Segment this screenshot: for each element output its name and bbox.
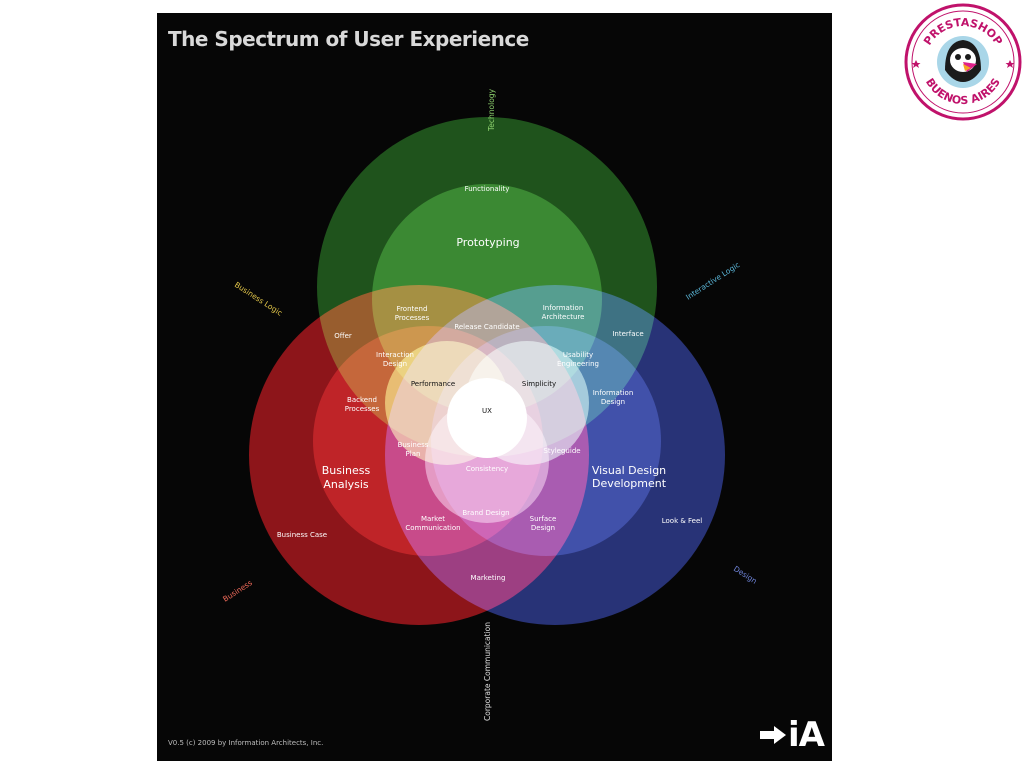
axis-business: Business	[221, 578, 254, 604]
label-information-architecture-2: Architecture	[542, 313, 585, 321]
label-information-design-2: Design	[601, 398, 625, 406]
label-backend-processes-2: Processes	[345, 405, 380, 413]
axis-business-logic: Business Logic	[233, 280, 284, 318]
badge-star-right-icon	[1005, 60, 1015, 68]
label-surface-design-1: Surface	[530, 515, 557, 523]
axis-interactive-logic: Interactive Logic	[684, 260, 741, 302]
label-business-plan-2: Plan	[406, 450, 421, 458]
label-information-design-1: Information	[593, 389, 634, 397]
label-business-analysis-2: Analysis	[323, 478, 369, 491]
label-interface: Interface	[612, 330, 643, 338]
label-frontend-processes-1: Frontend	[397, 305, 428, 313]
label-marketing: Marketing	[471, 574, 506, 582]
label-business-plan-1: Business	[398, 441, 429, 449]
ux-core-circle	[447, 378, 527, 458]
label-ux: UX	[482, 407, 492, 415]
copyright-text: V0.5 (c) 2009 by Information Architects,…	[168, 739, 324, 747]
label-backend-processes-1: Backend	[347, 396, 377, 404]
core-circles	[385, 341, 589, 523]
poster-title: The Spectrum of User Experience	[168, 27, 529, 51]
label-frontend-processes-2: Processes	[395, 314, 430, 322]
arrow-right-icon	[760, 726, 786, 744]
ia-logo: iA	[760, 715, 825, 755]
label-simplicity: Simplicity	[522, 380, 556, 388]
badge-star-left-icon	[911, 60, 921, 68]
label-prototyping: Prototyping	[456, 236, 519, 249]
label-release-candidate: Release Candidate	[454, 323, 519, 331]
poster: The Spectrum of User Experience Technolo…	[157, 13, 832, 761]
axis-technology: Technology	[487, 88, 496, 132]
label-offer: Offer	[334, 332, 352, 340]
axis-design: Design	[732, 564, 759, 586]
puffin-icon	[937, 36, 989, 88]
label-consistency: Consistency	[466, 465, 508, 473]
label-usability-engineering-2: Engineering	[557, 360, 599, 368]
label-brand-design: Brand Design	[462, 509, 509, 517]
label-surface-design-2: Design	[531, 524, 555, 532]
label-look-and-feel: Look & Feel	[662, 517, 703, 525]
label-visual-design-1: Visual Design	[592, 464, 666, 477]
ia-logo-text: iA	[788, 715, 825, 755]
label-market-communication-1: Market	[421, 515, 445, 523]
spectrum-diagram: Technology Business Logic Interactive Lo…	[221, 88, 759, 721]
label-business-analysis-1: Business	[322, 464, 371, 477]
label-functionality: Functionality	[465, 185, 510, 193]
prestashop-badge: PRESTASHOP BUENOS AIRES	[904, 3, 1022, 121]
axis-corporate-communication: Corporate Communication	[483, 622, 492, 721]
label-usability-engineering-1: Usability	[563, 351, 593, 359]
label-business-case: Business Case	[277, 531, 327, 539]
label-performance: Performance	[411, 380, 455, 388]
label-interaction-design-2: Design	[383, 360, 407, 368]
label-information-architecture-1: Information	[543, 304, 584, 312]
label-visual-design-2: Development	[592, 477, 667, 490]
label-styleguide: Styleguide	[543, 447, 580, 455]
label-interaction-design-1: Interaction	[376, 351, 414, 359]
label-market-communication-2: Communication	[405, 524, 460, 532]
